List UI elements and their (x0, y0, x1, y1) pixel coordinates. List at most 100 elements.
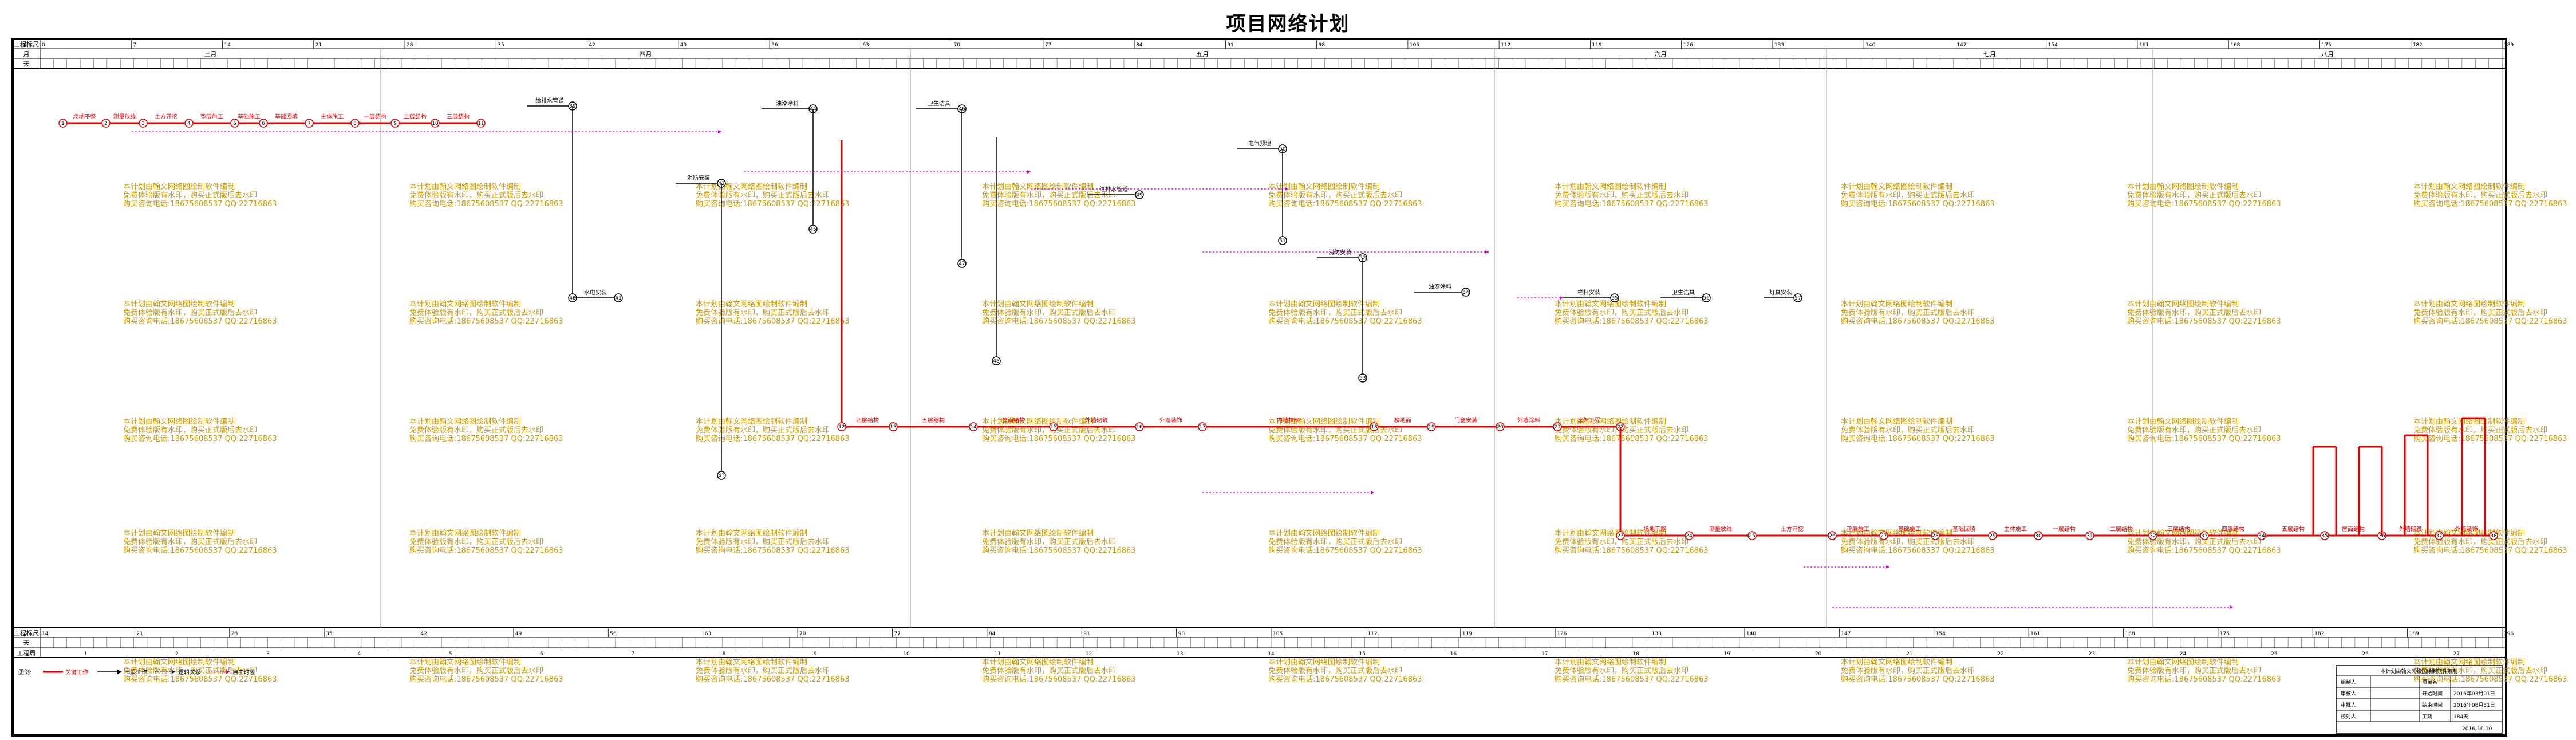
task-label: 卫生洁具 (928, 100, 950, 107)
watermark-text: 购买咨询电话:18675608537 QQ:22716863 (1268, 317, 1422, 326)
watermark-text: 本计划由翰文网络图绘制软件编制 (2127, 417, 2239, 426)
watermark-text: 免费体验版有水印，购买正式版后去水印 (1841, 666, 1975, 675)
watermark-text: 购买咨询电话:18675608537 QQ:22716863 (1268, 199, 1422, 208)
task-label: 基础施工 (238, 113, 261, 120)
ruler-tick-bottom: 56 (610, 631, 617, 637)
watermark-text: 本计划由翰文网络图绘制软件编制 (2127, 300, 2239, 309)
node-number: 53 (1359, 376, 1366, 381)
task-label: 消防安装 (687, 174, 710, 182)
event-node (808, 225, 818, 234)
watermark-text: 本计划由翰文网络图绘制软件编制 (1268, 529, 1380, 538)
event-node (1135, 422, 1144, 431)
watermark-text: 本计划由翰文网络图绘制软件编制 (1555, 182, 1666, 191)
event-node (431, 119, 440, 128)
watermark-text: 免费体验版有水印，购买正式版后去水印 (409, 666, 543, 675)
event-node (992, 356, 1001, 365)
watermark-text: 购买咨询电话:18675608537 QQ:22716863 (696, 434, 850, 443)
watermark-text: 购买咨询电话:18675608537 QQ:22716863 (123, 199, 277, 208)
watermark-text: 本计划由翰文网络图绘制软件编制 (409, 658, 521, 667)
ruler-tick-bottom: 154 (1936, 631, 1946, 637)
event-node (1747, 531, 1757, 540)
ruler-tick: 189 (2504, 42, 2514, 48)
node-number: 30 (2035, 533, 2042, 539)
month-label: 三月 (204, 50, 217, 58)
title-block-label2: 开始时间 (2422, 690, 2443, 697)
event-node (184, 119, 194, 128)
watermark-text: 免费体验版有水印，购买正式版后去水印 (123, 666, 257, 675)
event-node (1616, 531, 1625, 540)
watermark-text: 免费体验版有水印，购买正式版后去水印 (1555, 308, 1689, 317)
ruler-tick: 42 (589, 42, 595, 48)
watermark-text: 免费体验版有水印，购买正式版后去水印 (1841, 191, 1975, 200)
watermark-text: 免费体验版有水印，购买正式版后去水印 (409, 426, 543, 435)
watermark-text: 购买咨询电话:18675608537 QQ:22716863 (409, 317, 563, 326)
task-label: 五层结构 (922, 416, 945, 424)
watermark-text: 免费体验版有水印，购买正式版后去水印 (1555, 191, 1689, 200)
watermark-text: 免费体验版有水印，购买正式版后去水印 (2413, 426, 2547, 435)
event-node (1702, 293, 1711, 302)
week-label: 16 (1450, 651, 1457, 657)
legend-label: 图例: (18, 668, 31, 676)
week-label: 19 (1724, 651, 1731, 657)
event-node (1828, 531, 1837, 540)
event-node (139, 119, 148, 128)
watermark-text: 本计划由翰文网络图绘制软件编制 (696, 529, 807, 538)
ruler-tick: 63 (862, 42, 869, 48)
ruler-tick: 28 (407, 42, 413, 48)
node-number: 18 (1371, 424, 1378, 430)
task-label: 测量放线 (113, 113, 136, 120)
week-label: 20 (1815, 651, 1822, 657)
node-number: 26 (1829, 533, 1836, 539)
event-node (889, 422, 898, 431)
float-arrowhead (1485, 250, 1489, 254)
watermark-text: 购买咨询电话:18675608537 QQ:22716863 (123, 434, 277, 443)
watermark-text: 购买咨询电话:18675608537 QQ:22716863 (1555, 434, 1709, 443)
watermark-text: 免费体验版有水印，购买正式版后去水印 (2413, 191, 2547, 200)
event-node (2200, 531, 2209, 540)
outer-frame (11, 38, 2507, 737)
week-label: 18 (1632, 651, 1639, 657)
watermark-text: 本计划由翰文网络图绘制软件编制 (2413, 658, 2525, 667)
watermark-text: 购买咨询电话:18675608537 QQ:22716863 (982, 675, 1136, 684)
week-label: 1 (84, 651, 88, 657)
event-node (969, 422, 978, 431)
watermark-text: 免费体验版有水印，购买正式版后去水印 (123, 308, 257, 317)
title-block-value2: 2016年08月31日 (2453, 702, 2495, 708)
task-label: 水电安装 (584, 289, 607, 296)
ruler-tick-bottom: 182 (2314, 631, 2324, 637)
event-node (2148, 531, 2157, 540)
watermark-text: 免费体验版有水印，购买正式版后去水印 (982, 537, 1116, 546)
watermark-text: 免费体验版有水印，购买正式版后去水印 (696, 426, 830, 435)
watermark-text: 免费体验版有水印，购买正式版后去水印 (2127, 537, 2261, 546)
title-block-label: 校对人 (2341, 713, 2356, 720)
watermark-text: 免费体验版有水印，购买正式版后去水印 (409, 308, 543, 317)
watermark-text: 购买咨询电话:18675608537 QQ:22716863 (2413, 199, 2567, 208)
watermark-text: 本计划由翰文网络图绘制软件编制 (1841, 300, 1952, 309)
task-label: 屋面结构 (2342, 525, 2365, 533)
watermark-text: 本计划由翰文网络图绘制软件编制 (2127, 658, 2239, 667)
watermark-text: 本计划由翰文网络图绘制软件编制 (982, 417, 1094, 426)
node-number: 25 (1749, 533, 1755, 539)
watermark-text: 购买咨询电话:18675608537 QQ:22716863 (2127, 434, 2281, 443)
watermark-text: 购买咨询电话:18675608537 QQ:22716863 (1555, 317, 1709, 326)
node-number: 17 (1199, 424, 1205, 430)
ruler-tick: 49 (680, 42, 687, 48)
node-number: 29 (1989, 533, 1996, 539)
ruler-tick-bottom: 98 (1178, 631, 1185, 637)
watermark-text: 本计划由翰文网络图绘制软件编制 (1555, 300, 1666, 309)
task-label: 外墙涂料 (1517, 416, 1540, 424)
watermark-text: 免费体验版有水印，购买正式版后去水印 (982, 191, 1116, 200)
ruler-tick-bottom: 105 (1273, 631, 1283, 637)
task-label: 电气预埋 (1248, 140, 1271, 147)
node-number: 37 (2436, 533, 2442, 539)
task-label: 土方开挖 (155, 113, 177, 120)
legend: 图例: 关键工作 一般工作 逻辑关系 自由时差 (18, 668, 255, 676)
task-label: 外墙砌筑 (2399, 525, 2422, 533)
title-block-label: 审批人 (2341, 702, 2356, 708)
watermark-text: 购买咨询电话:18675608537 QQ:22716863 (1555, 199, 1709, 208)
watermark-text: 免费体验版有水印，购买正式版后去水印 (123, 191, 257, 200)
legend-critical: 关键工作 (65, 668, 88, 676)
ruler-tick: 7 (133, 42, 136, 48)
watermark-text: 免费体验版有水印，购买正式版后去水印 (1555, 537, 1689, 546)
